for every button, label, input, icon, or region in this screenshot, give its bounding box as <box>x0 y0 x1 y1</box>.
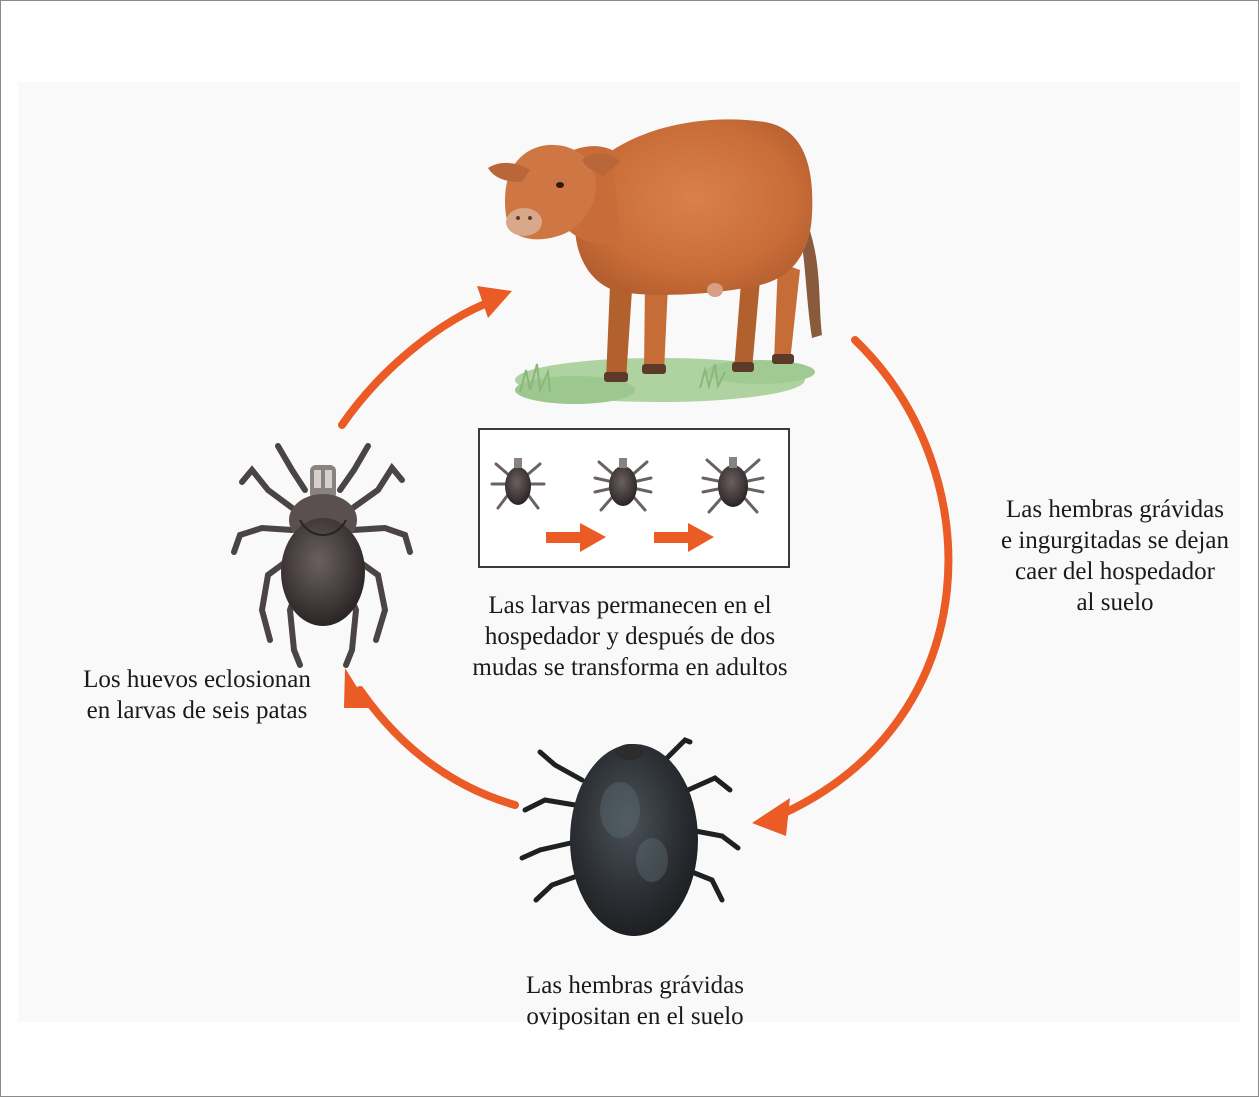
label-hatch: Los huevos eclosionan en larvas de seis … <box>42 664 352 726</box>
label-molt: Las larvas permanecen en el hospedador y… <box>440 590 820 683</box>
label-molt-line-1: Las larvas permanecen en el <box>440 590 820 621</box>
label-drop: Las hembras grávidas e ingurgitadas se d… <box>975 494 1255 618</box>
label-drop-line-2: e ingurgitadas se dejan <box>975 525 1255 556</box>
label-drop-line-1: Las hembras grávidas <box>975 494 1255 525</box>
calf-illustration <box>488 119 822 404</box>
arrowhead-ground <box>752 798 790 836</box>
molt-stages-box <box>479 429 789 567</box>
label-molt-line-3: mudas se transforma en adultos <box>440 652 820 683</box>
label-hatch-line-1: Los huevos eclosionan <box>42 664 352 695</box>
label-oviposit-line-2: ovipositan en el suelo <box>470 1001 800 1032</box>
label-molt-line-2: hospedador y después de dos <box>440 621 820 652</box>
engorged-female-tick-illustration <box>522 740 738 936</box>
label-oviposit: Las hembras grávidas ovipositan en el su… <box>470 970 800 1032</box>
label-oviposit-line-1: Las hembras grávidas <box>470 970 800 1001</box>
tick-larva-illustration <box>234 446 410 665</box>
arrow-host-to-ground <box>780 340 948 815</box>
label-drop-line-4: al suelo <box>975 587 1255 618</box>
label-hatch-line-2: en larvas de seis patas <box>42 695 352 726</box>
arrow-ground-to-larva <box>360 690 515 805</box>
label-drop-line-3: caer del hospedador <box>975 556 1255 587</box>
arrow-larva-to-host <box>342 300 495 425</box>
